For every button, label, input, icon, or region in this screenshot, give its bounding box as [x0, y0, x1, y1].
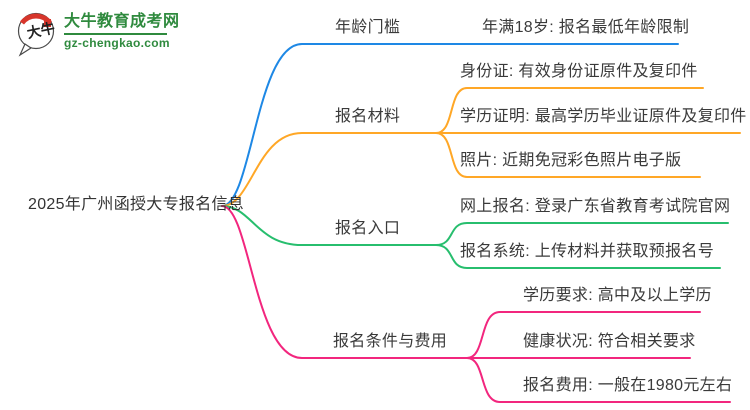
leaf-node-education-req: 学历要求: 高中及以上学历 [523, 287, 712, 304]
leaf-node-health: 健康状况: 符合相关要求 [523, 333, 696, 350]
leaf-node-signup-system: 报名系统: 上传材料并获取预报名号 [460, 243, 714, 260]
branch-node-entrance: 报名入口 [335, 220, 401, 237]
leaf-node-id-card: 身份证: 有效身份证原件及复印件 [460, 63, 698, 80]
branch-line-materials-child1 [435, 87, 704, 134]
logo-domain: gz-chengkao.com [64, 36, 170, 50]
branch-node-materials: 报名材料 [335, 108, 401, 125]
leaf-node-online-signup: 网上报名: 登录广东省教育考试院官网 [460, 198, 731, 215]
branch-line-entrance-child1 [435, 222, 729, 246]
leaf-node-fee: 报名费用: 一般在1980元左右 [523, 377, 733, 394]
leaf-node-age-limit: 年满18岁: 报名最低年龄限制 [482, 19, 690, 36]
branch-line-age [221, 43, 679, 207]
branch-line-entrance-child2 [435, 244, 721, 269]
site-logo-icon: 大牛 [16, 10, 58, 57]
logo-divider [64, 33, 167, 35]
logo-title: 大牛教育成考网 [64, 13, 180, 30]
branch-line-conditions-child3 [466, 357, 731, 403]
branch-node-conditions: 报名条件与费用 [333, 333, 448, 350]
branch-line-materials-child3 [435, 132, 701, 178]
logo-seal [44, 19, 51, 27]
branch-line-conditions-child1 [466, 311, 701, 359]
branch-line-materials-trunk [221, 132, 741, 207]
logo-bubble-tail [18, 43, 33, 57]
leaf-node-photo: 照片: 近期免冠彩色照片电子版 [460, 152, 682, 169]
mindmap-root-node: 2025年广州函授大专报名信息 [28, 196, 245, 213]
leaf-node-diploma: 学历证明: 最高学历毕业证原件及复印件 [460, 108, 747, 125]
logo-icon-glyphs: 大牛 [25, 20, 56, 41]
branch-line-conditions-trunk [221, 205, 691, 359]
branch-node-age: 年龄门槛 [335, 19, 401, 36]
branch-line-entrance-trunk [221, 205, 437, 246]
site-logo: 大牛 大牛教育成考网 gz-chengkao.com [16, 10, 180, 57]
